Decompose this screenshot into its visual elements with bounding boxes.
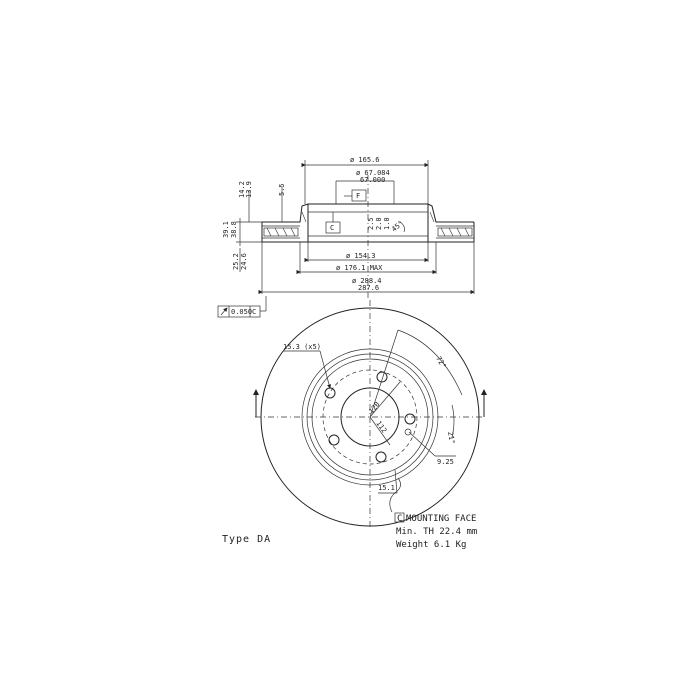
angle-21-arc (451, 404, 455, 439)
dim-2-0-label: 2.0 (375, 217, 383, 230)
dim-67-upper-label: ø 67.084 (356, 169, 390, 177)
angle-45-arc (399, 221, 405, 233)
dim-24-6-label: 24.6 (240, 253, 248, 270)
datum-c-label: C (330, 224, 334, 232)
bolt-hole-3 (328, 434, 340, 446)
dim-45-label: 45° (390, 219, 405, 233)
dim-288-label: ø 288.4 (352, 277, 382, 285)
bolt-hole-5 (404, 413, 416, 425)
notes-block: C MOUNTING FACE Min. TH 22.4 mm Weight 6… (222, 512, 477, 550)
angle-72-line (369, 329, 399, 418)
locating-hole (404, 428, 412, 436)
angle-21-label: 21° (446, 431, 456, 445)
datum-f-box (351, 189, 367, 202)
pcd-120-leader (369, 381, 401, 418)
pcd-120-label: 120 (367, 400, 381, 415)
bolt-holes-label: 15.3 (x5) (283, 343, 321, 351)
datum-f-label: F (356, 192, 360, 200)
runout-ref-label: C (252, 308, 256, 316)
dim-112-leader (369, 416, 391, 446)
section-view: ø 165.6 ø 67.084 67.000 F C 2.5 2.0 1.0 … (217, 156, 475, 318)
dim-67-lower-label: 67.000 (360, 176, 385, 184)
dim-154-label: ø 154.3 (346, 252, 376, 260)
front-view: 15.3 (x5) 72° 120 112 21° 9.25 15.1 (253, 300, 487, 530)
angle-72-label: 72° (434, 355, 447, 370)
hat-hatch-left (301, 211, 307, 223)
vent-slots-right (436, 225, 474, 239)
dim-176-label: ø 176.1 MAX (336, 264, 383, 272)
dim-38-8-label: 38.8 (230, 221, 238, 238)
bolt-hole-4 (375, 451, 387, 463)
dim-25-2-label: 25.2 (232, 253, 240, 270)
dim-9-25-leader (408, 431, 436, 457)
min-thickness-label: Min. TH 22.4 mm (396, 527, 477, 537)
dim-9-25-label: 9.25 (437, 458, 454, 466)
dim-165-label: ø 165.6 (350, 156, 380, 164)
angle-72-arc (397, 329, 463, 396)
dim-287-label: 287.6 (358, 284, 379, 292)
dim-39-1-label: 39.1 (222, 221, 230, 238)
type-label: Type DA (222, 534, 271, 545)
mounting-ref-label: C (397, 514, 402, 524)
runout-arrow-icon (220, 307, 228, 316)
dim-13-9-label: 13.9 (245, 181, 253, 198)
dim-1-0-label: 1.0 (383, 217, 391, 230)
break-line (389, 477, 401, 513)
vent-slots-left (262, 225, 300, 239)
dim-5-5-label: 5.5 (278, 183, 286, 196)
dim-112-label: 112 (374, 420, 388, 435)
bolt-hole-2 (324, 387, 336, 399)
dim-2-5-label: 2.5 (367, 217, 375, 230)
bolt-hole-1 (376, 371, 388, 383)
runout-value-label: 0.050 (231, 308, 252, 316)
dim-15-1-label: 15.1 (378, 484, 395, 492)
mounting-ref-box (394, 512, 405, 523)
weight-label: Weight 6.1 Kg (396, 540, 466, 550)
runout-tolerance-frame: 0.050 C (217, 296, 267, 318)
mounting-face-label: MOUNTING FACE (406, 514, 476, 524)
dim-14-2-label: 14.2 (238, 181, 246, 198)
hat-hatch-right (429, 211, 435, 223)
